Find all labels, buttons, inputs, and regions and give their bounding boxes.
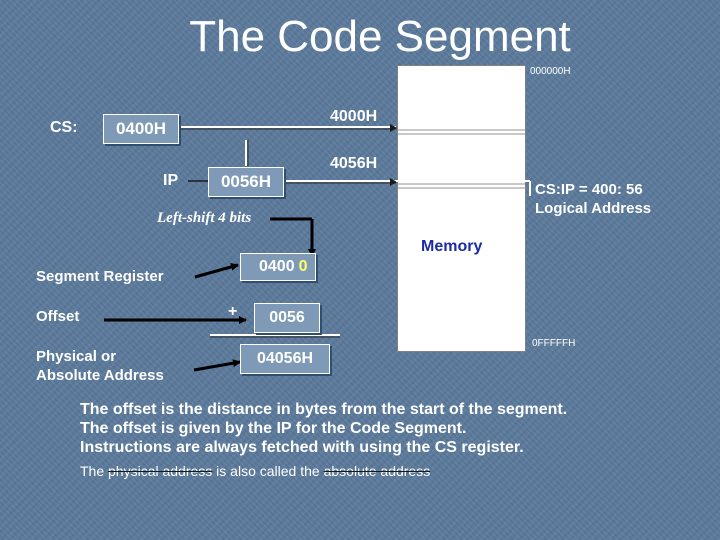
logical-address-label: CS:IP = 400: 56 Logical Address bbox=[535, 180, 651, 218]
footnote-part3: is also called the bbox=[212, 463, 324, 479]
footnote-absolute-address: absolute address bbox=[323, 463, 431, 479]
memory-segment-start-line-2 bbox=[398, 133, 525, 135]
cs-arrowhead bbox=[390, 124, 397, 132]
cs-value-box: 0400H bbox=[103, 114, 179, 144]
ip-label: IP bbox=[163, 172, 179, 189]
segment-register-arrow bbox=[194, 263, 239, 279]
shifted-segment-value: 0400 bbox=[259, 258, 295, 275]
footnote-part1: The bbox=[80, 463, 109, 479]
shifted-segment-box: 0400 0 bbox=[240, 253, 316, 281]
physical-address-arrow bbox=[193, 359, 241, 372]
page-title: The Code Segment bbox=[189, 12, 571, 61]
memory-top-address: 000000H bbox=[530, 66, 571, 77]
logical-address-line2: Logical Address bbox=[535, 200, 652, 217]
memory-bottom-address: 0FFFFFH bbox=[532, 338, 576, 349]
footnote: The physical address is also called the … bbox=[80, 463, 430, 479]
offset-label: Offset bbox=[36, 308, 80, 325]
cs-label: CS: bbox=[50, 119, 78, 136]
memory-label: Memory bbox=[421, 238, 483, 255]
memory-target-line-2 bbox=[398, 187, 525, 189]
ip-value-box: 0056H bbox=[208, 167, 284, 197]
offset-value-box: 0056 bbox=[254, 303, 320, 333]
plus-sign: + bbox=[228, 303, 238, 320]
notes: The offset is the distance in bytes from… bbox=[80, 400, 567, 457]
note-1: The offset is the distance in bytes from… bbox=[80, 401, 568, 418]
physical-address-label: Physical or Absolute Address bbox=[36, 347, 164, 385]
physical-address-box: 04056H bbox=[240, 344, 330, 374]
memory-block bbox=[397, 65, 526, 352]
target-address: 4056H bbox=[330, 155, 378, 172]
memory-target-line bbox=[398, 183, 525, 185]
physical-label-line1: Physical or bbox=[36, 348, 117, 365]
segment-register-label: Segment Register bbox=[36, 268, 164, 285]
physical-label-line2: Absolute Address bbox=[36, 367, 164, 384]
shifted-appended-digit: 0 bbox=[298, 258, 308, 275]
note-2: The offset is given by the IP for the Co… bbox=[80, 420, 467, 437]
footnote-physical-address: physical address bbox=[108, 463, 213, 479]
ip-arrowhead bbox=[390, 178, 397, 186]
shift-label: Left-shift 4 bits bbox=[157, 210, 252, 226]
segment-start-address: 4000H bbox=[330, 108, 378, 125]
note-3: Instructions are always fetched with usi… bbox=[80, 439, 524, 456]
memory-segment-start-line bbox=[398, 129, 525, 131]
logical-address-line1: CS:IP = 400: 56 bbox=[535, 181, 643, 198]
